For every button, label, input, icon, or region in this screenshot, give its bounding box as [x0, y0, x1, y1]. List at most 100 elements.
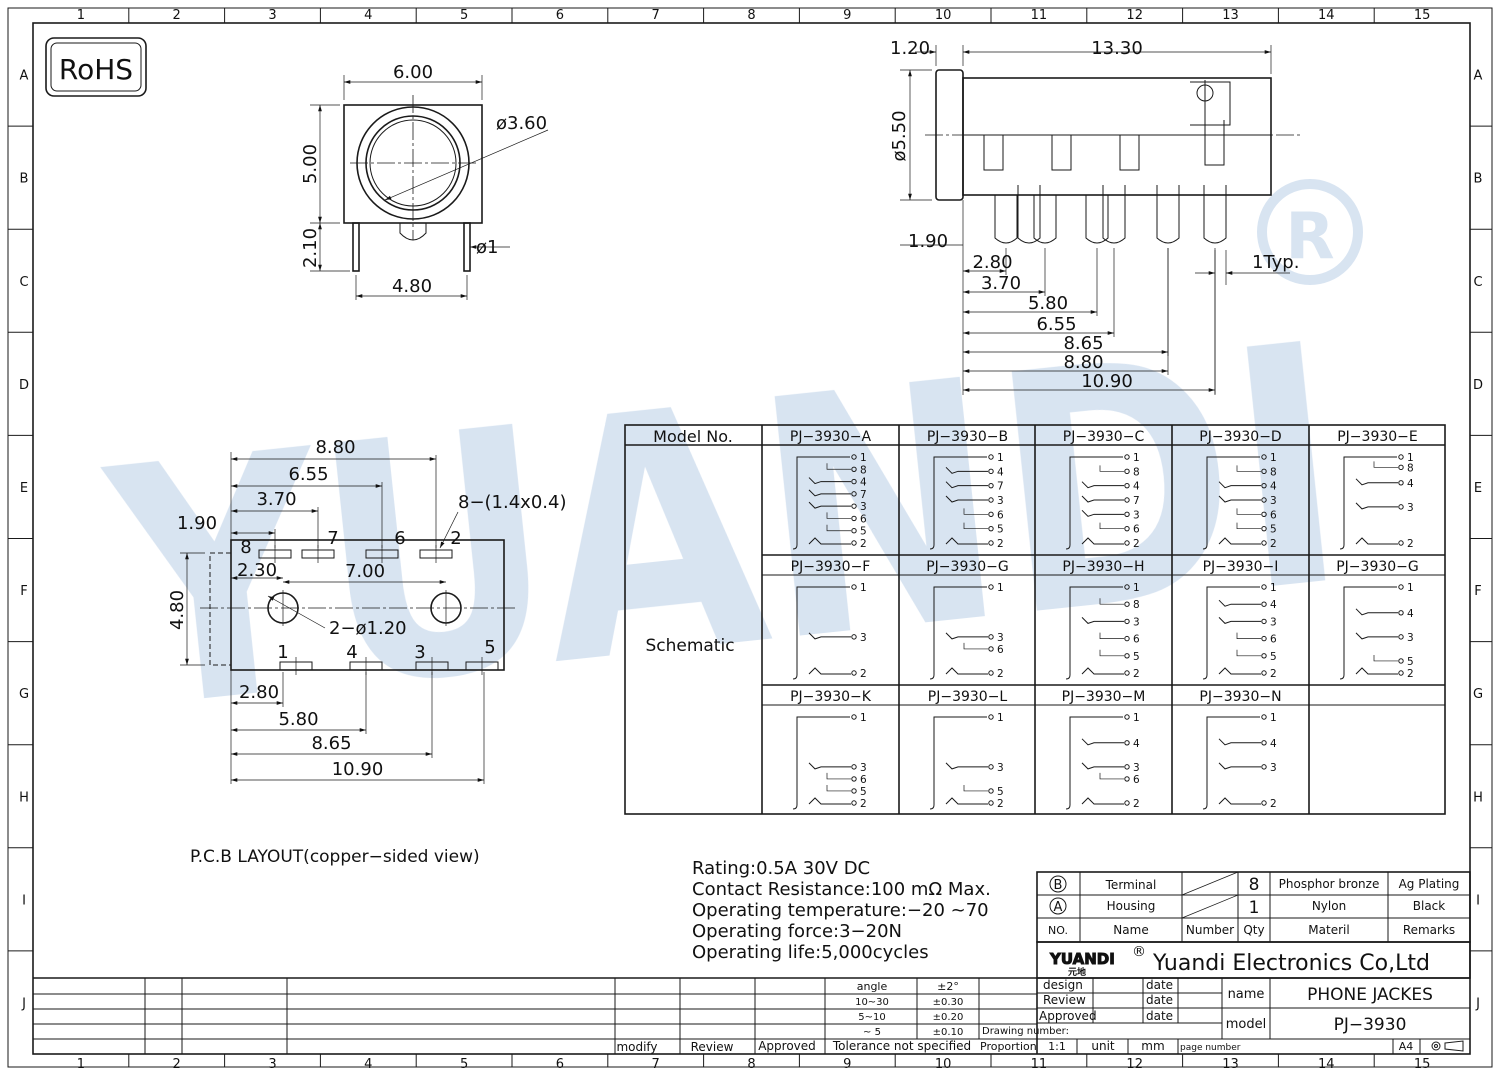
company-name: Yuandi Electronics Co,Ltd	[1152, 951, 1430, 976]
schematic-pin-label: 6	[1133, 774, 1140, 786]
schematic-pin-label: 2	[1407, 538, 1414, 550]
projection-symbol-icon	[1431, 1040, 1464, 1052]
tb-proportion: Proportion	[980, 1040, 1037, 1053]
schematic-pin-label: 2	[860, 538, 867, 550]
pcb-top-dim: 3.70	[256, 489, 296, 510]
spec-line: Contact Resistance:100 mΩ Max.	[692, 879, 991, 900]
row-label-right: G	[1473, 687, 1483, 702]
schematic-pin-label: 4	[860, 477, 867, 489]
schematic-pin-label: 3	[1133, 762, 1140, 774]
row-label-left: E	[20, 481, 28, 496]
col-label-bottom: 4	[364, 1057, 372, 1072]
schematic-pin-label: 1	[997, 582, 1004, 594]
schematic-pin-label: 1	[1407, 582, 1414, 594]
col-label-bottom: 15	[1414, 1057, 1431, 1072]
dim-side-diameter: ø5.50	[889, 110, 910, 161]
schematic-pin-label: 1	[1133, 582, 1140, 594]
bom-name-terminal: Terminal	[1105, 878, 1157, 892]
tol-value-1: ±0.30	[933, 997, 964, 1008]
schematic-pin-label: 6	[860, 774, 867, 786]
col-label-top: 1	[77, 8, 85, 23]
schematic-pin-label: 5	[1270, 524, 1277, 536]
tol-range-0: angle	[857, 980, 888, 993]
schematic-pin-label: 2	[1270, 668, 1277, 680]
side-pin-dim: 8.80	[1063, 352, 1103, 373]
schematic-pin-label: 2	[1270, 798, 1277, 810]
row-label-left: F	[20, 584, 27, 599]
tb-review: Review	[1043, 993, 1086, 1007]
dim-front-height: 5.00	[300, 144, 321, 184]
watermark-text: YUANDI	[92, 273, 1360, 784]
col-label-top: 15	[1414, 8, 1431, 23]
col-label-bottom: 9	[843, 1057, 851, 1072]
schematic-model-label: PJ−3930−B	[927, 429, 1008, 445]
col-label-top: 13	[1222, 8, 1239, 23]
schematic-model-label: PJ−3930−G	[926, 559, 1009, 575]
bom-material-housing: Nylon	[1312, 899, 1346, 913]
col-label-bottom: 7	[652, 1057, 660, 1072]
dim-pin-spacing: 4.80	[392, 276, 432, 297]
front-view: 6.00 ø3.60 5.00 2.10 ø1 4.80	[300, 62, 549, 300]
schematic-model-label: PJ−3930−K	[790, 689, 872, 705]
bom-header-number: Number	[1186, 923, 1234, 937]
bom-header-no: NO.	[1048, 924, 1068, 937]
schematic-pin-label: 7	[860, 489, 867, 501]
schematic-pin-label: 4	[1133, 481, 1140, 493]
rev-modify: modify	[616, 1040, 657, 1054]
tb-date-1: date	[1146, 978, 1173, 992]
schematic-pin-label: 6	[1133, 524, 1140, 536]
schematic-pin-label: 1	[1270, 712, 1277, 724]
schematic-pin-label: 6	[1133, 634, 1140, 646]
bom-material-terminal: Phosphor bronze	[1279, 877, 1380, 891]
tb-date-2: date	[1146, 993, 1173, 1007]
col-label-bottom: 2	[173, 1057, 181, 1072]
schematic-model-label: PJ−3930−I	[1203, 559, 1279, 575]
schematic-pin-label: 3	[997, 632, 1004, 644]
col-label-top: 6	[556, 8, 564, 23]
schematic-cells: PJ−3930−A18473652PJ−3930−B1473652PJ−3930…	[762, 425, 1445, 814]
schematic-pin-label: 1	[1270, 452, 1277, 464]
side-pin-dim: 3.70	[981, 273, 1021, 294]
row-label-left: A	[20, 69, 29, 84]
schematic-pin-label: 8	[1407, 462, 1414, 474]
row-label-right: J	[1475, 996, 1480, 1011]
tb-page-number: page number	[1180, 1043, 1241, 1053]
tol-value-0: ±2°	[937, 980, 959, 993]
side-pin-dim: 8.65	[1063, 333, 1103, 354]
rev-review: Review	[691, 1040, 734, 1054]
schematic-model-label: PJ−3930−D	[1199, 429, 1281, 445]
schematic-pin-label: 8	[860, 464, 867, 476]
col-label-top: 7	[652, 8, 660, 23]
schematic-pin-label: 3	[1133, 509, 1140, 521]
tolerance-note: Tolerance not specified	[832, 1039, 971, 1053]
bom-remarks-terminal: Ag Plating	[1399, 877, 1460, 891]
col-label-bottom: 13	[1222, 1057, 1239, 1072]
tb-design: design	[1043, 978, 1083, 992]
row-label-left: B	[20, 172, 29, 187]
schematic-model-label: PJ−3930−F	[791, 559, 871, 575]
schematic-model-label: PJ−3930−G	[1336, 559, 1419, 575]
rohs-badge: RoHS	[45, 37, 147, 97]
bom-qty-terminal: 8	[1249, 875, 1260, 895]
frame-grid-labels: 1122334455667788991010111112121313141415…	[8, 8, 1492, 1072]
bom-qty-housing: 1	[1249, 898, 1260, 918]
pcb-top-pin-label: 2	[450, 528, 461, 549]
spec-line: Rating:0.5A 30V DC	[692, 858, 870, 879]
bom-header-material: Materil	[1308, 923, 1349, 937]
tb-approved: Approved	[1039, 1009, 1097, 1023]
schematic-pin-label: 3	[1407, 502, 1414, 514]
row-label-right: B	[1474, 172, 1483, 187]
rev-approved: Approved	[758, 1039, 816, 1053]
col-label-top: 9	[843, 8, 851, 23]
schematic-pin-label: 6	[860, 513, 867, 525]
spec-line: Operating temperature:−20 ~70	[692, 900, 989, 921]
schematic-pin-label: 2	[860, 798, 867, 810]
schematic-pin-label: 5	[860, 526, 867, 538]
schematic-pin-label: 6	[997, 644, 1004, 656]
schematic-pin-label: 3	[860, 762, 867, 774]
schematic-pin-label: 7	[997, 481, 1004, 493]
dim-typ: 1Typ.	[1252, 252, 1299, 273]
col-label-top: 11	[1031, 8, 1048, 23]
